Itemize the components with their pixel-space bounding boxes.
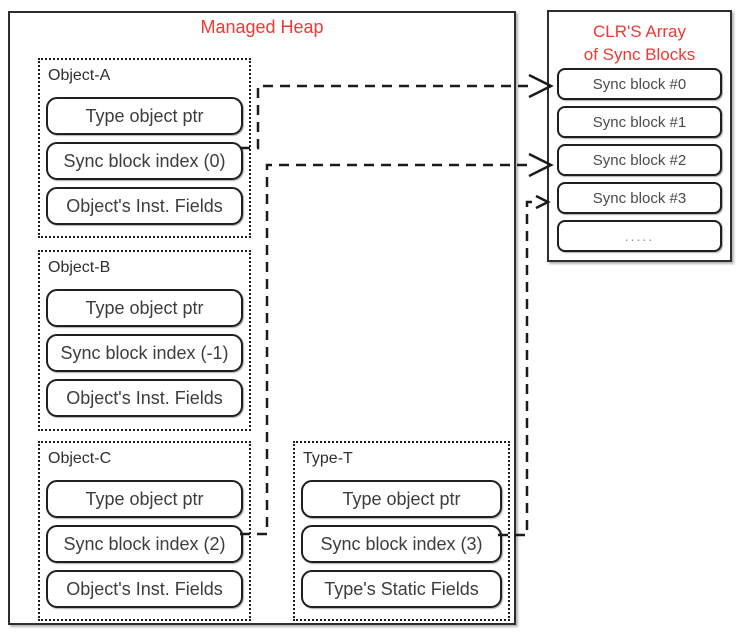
sync-blocks-list: Sync block #0 Sync block #1 Sync block #… <box>557 68 722 252</box>
object-b-group: Object-B Type object ptr Sync block inde… <box>38 250 251 431</box>
object-c-label: Object-C <box>48 450 112 467</box>
object-a-label: Object-A <box>48 67 111 84</box>
type-t-fields: Type object ptr Sync block index (3) Typ… <box>301 480 502 608</box>
managed-heap-title: Managed Heap <box>200 17 324 37</box>
managed-heap-box: Managed Heap Object-A Type object ptr Sy… <box>8 11 516 625</box>
type-t-sync-block-index: Sync block index (3) <box>301 525 502 563</box>
sync-blocks-title-line1: CLR'S Array <box>593 22 686 41</box>
object-a-group: Object-A Type object ptr Sync block inde… <box>38 58 251 238</box>
sync-block-2: Sync block #2 <box>557 144 722 176</box>
type-t-static-fields: Type's Static Fields <box>301 570 502 608</box>
object-b-instance-fields: Object's Inst. Fields <box>46 379 243 417</box>
object-c-group: Object-C Type object ptr Sync block inde… <box>38 441 251 621</box>
sync-block-1: Sync block #1 <box>557 106 722 138</box>
object-b-label: Object-B <box>48 259 111 276</box>
type-t-group: Type-T Type object ptr Sync block index … <box>293 441 510 621</box>
sync-block-3: Sync block #3 <box>557 182 722 214</box>
sync-blocks-title-line2: of Sync Blocks <box>583 45 696 64</box>
object-a-fields: Type object ptr Sync block index (0) Obj… <box>46 97 243 225</box>
object-a-type-object-ptr: Type object ptr <box>46 97 243 135</box>
object-c-sync-block-index: Sync block index (2) <box>46 525 243 563</box>
sync-blocks-box: CLR'S Array of Sync Blocks Sync block #0… <box>547 10 732 262</box>
object-b-type-object-ptr: Type object ptr <box>46 289 243 327</box>
sync-blocks-title: CLR'S Array of Sync Blocks <box>549 20 730 66</box>
object-b-fields: Type object ptr Sync block index (-1) Ob… <box>46 289 243 417</box>
object-c-fields: Type object ptr Sync block index (2) Obj… <box>46 480 243 608</box>
object-a-sync-block-index: Sync block index (0) <box>46 142 243 180</box>
sync-block-ellipsis: ..... <box>557 220 722 252</box>
object-b-sync-block-index: Sync block index (-1) <box>46 334 243 372</box>
type-t-label: Type-T <box>303 450 353 467</box>
object-a-instance-fields: Object's Inst. Fields <box>46 187 243 225</box>
object-c-instance-fields: Object's Inst. Fields <box>46 570 243 608</box>
type-t-type-object-ptr: Type object ptr <box>301 480 502 518</box>
sync-block-0: Sync block #0 <box>557 68 722 100</box>
object-c-type-object-ptr: Type object ptr <box>46 480 243 518</box>
